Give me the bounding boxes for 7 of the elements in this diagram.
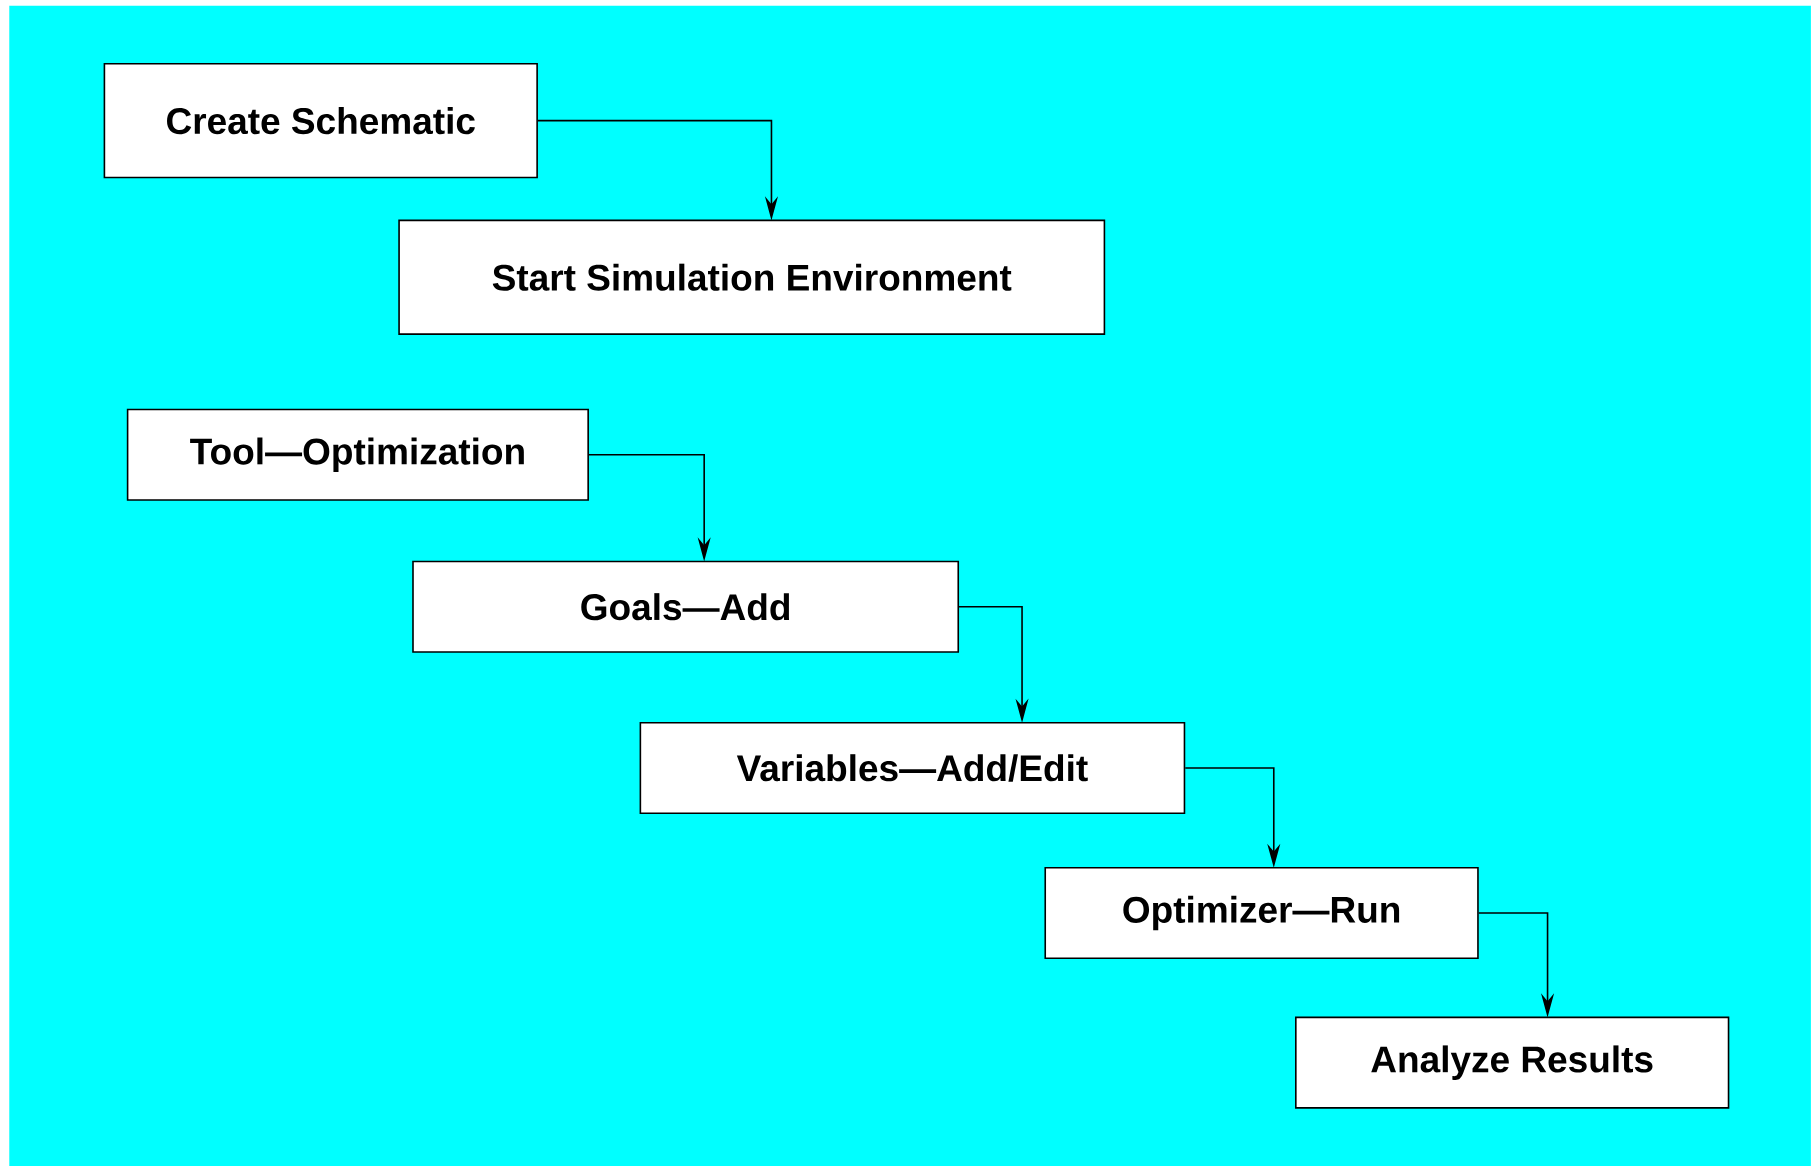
process-box: Variables—Add/Edit — [639, 721, 1186, 814]
process-box: Goals—Add — [412, 560, 960, 653]
process-box: Start Simulation Environment — [398, 219, 1106, 335]
process-box: Create Schematic — [103, 62, 538, 179]
process-box: Analyze Results — [1295, 1016, 1730, 1109]
process-box: Optimizer—Run — [1044, 866, 1479, 959]
process-box: Tool—Optimization — [126, 408, 589, 501]
